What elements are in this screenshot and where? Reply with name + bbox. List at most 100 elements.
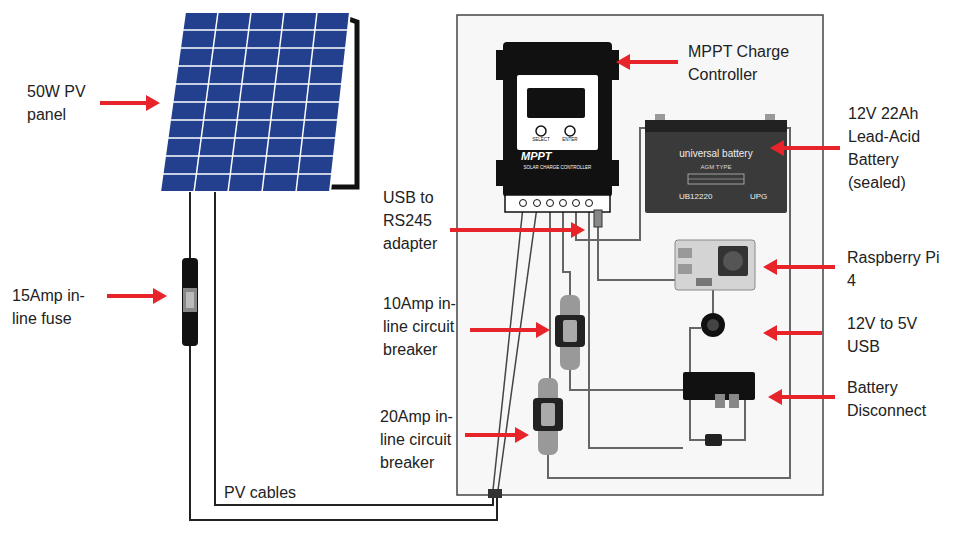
pointer-arrow — [571, 222, 585, 238]
callout-label: PV cables — [224, 481, 344, 504]
callout-label: 15Amp in-line fuse — [12, 284, 104, 330]
brand-text: MPPT — [521, 150, 552, 163]
usb-socket — [701, 313, 725, 337]
charge-controller — [565, 126, 575, 136]
battery-box: universal batteryAGM TYPE UB12220 UPG — [645, 120, 787, 213]
wire — [563, 207, 570, 297]
battery — [688, 174, 744, 184]
pointer-arrow — [775, 331, 822, 335]
pv-cable — [189, 192, 191, 262]
wire — [570, 368, 683, 390]
enclosure-panel — [457, 15, 823, 495]
inline-fuse — [182, 258, 198, 346]
circuit-breaker — [533, 378, 563, 455]
pv-panel — [178, 65, 345, 67]
battery-disconnect — [705, 434, 722, 446]
raspberry-pi — [678, 248, 692, 258]
pointer-arrow — [515, 427, 529, 443]
wire — [598, 226, 675, 280]
charge-controller — [534, 200, 541, 207]
pv-panel — [173, 101, 341, 103]
pointer-arrow — [763, 259, 777, 275]
circuit-breaker — [555, 315, 585, 347]
brand-text: UPG — [750, 192, 767, 201]
pointer-arrow — [107, 294, 155, 298]
pv-panel — [165, 155, 334, 157]
callout-label: 20Amp in-line circuit breaker — [380, 405, 460, 474]
charge-controller — [505, 195, 610, 212]
inline-fuse — [183, 288, 197, 312]
pv-cable — [215, 192, 493, 505]
charge-controller — [536, 126, 546, 136]
pv-cable — [190, 192, 537, 520]
pointer-arrow — [100, 101, 148, 105]
pv-panel — [160, 12, 350, 192]
pv-panel — [183, 29, 349, 31]
pv-panel — [175, 83, 342, 85]
usb-socket — [707, 319, 719, 331]
pointer-arrow — [450, 228, 573, 232]
callout-label: Raspberry Pi 4 — [847, 246, 942, 292]
pointer-arrow — [770, 140, 784, 156]
raspberry-pi — [678, 264, 692, 274]
battery — [645, 120, 787, 132]
charge-controller — [503, 42, 612, 197]
callout-label: 12V to 5V USB — [847, 312, 919, 358]
wire — [589, 207, 683, 448]
battery-disconnect — [729, 394, 739, 408]
usb-adapter — [594, 210, 602, 227]
pointer-arrow — [780, 395, 835, 399]
battery — [655, 114, 665, 121]
model-text: SOLAR CHARGE CONTROLLER — [509, 165, 606, 170]
pointer-arrow — [536, 322, 550, 338]
brand-text: universal battery — [645, 148, 787, 160]
pointer-arrow — [146, 95, 160, 111]
charge-controller — [527, 88, 585, 118]
battery — [645, 120, 787, 213]
callout-label: USB to RS245 adapter — [383, 186, 449, 255]
callout-label: 50W PV panel — [27, 80, 97, 126]
pointer-arrow — [628, 60, 678, 64]
battery-disconnect — [715, 394, 725, 408]
pointer-arrow — [782, 146, 840, 150]
charge-controller — [517, 75, 598, 150]
battery-disconnect — [683, 372, 755, 446]
battery — [645, 114, 787, 213]
model-text: UB12220 — [679, 192, 712, 201]
pv-panel — [163, 173, 333, 175]
pointer-arrow — [470, 328, 538, 332]
charge-controller — [573, 200, 580, 207]
raspberry-pi — [723, 251, 743, 271]
button-label: ENTER — [555, 137, 585, 142]
raspberry-pi — [696, 278, 712, 286]
charge-controller — [520, 200, 527, 207]
battery — [688, 179, 744, 180]
wire — [690, 328, 701, 372]
callout-label: Battery Disconnect — [847, 376, 947, 422]
pv-panel — [168, 137, 337, 139]
usb-socket — [701, 313, 725, 337]
charge-controller — [547, 200, 554, 207]
raspberry-pi — [675, 240, 755, 290]
circuit-breaker — [541, 403, 555, 426]
circuit-breaker — [560, 295, 580, 370]
wire — [690, 400, 705, 440]
circuit-breaker — [555, 295, 585, 370]
pv-cable — [493, 207, 523, 490]
wire — [712, 290, 714, 313]
button-label: SELECT — [526, 137, 556, 142]
pv-panel — [180, 47, 346, 49]
pointer-arrow — [763, 325, 777, 341]
type-text: AGM TYPE — [645, 164, 787, 171]
charge-controller — [496, 42, 619, 212]
pointer-arrow — [616, 54, 630, 70]
wire — [549, 207, 551, 380]
pointer-arrow — [775, 265, 835, 269]
pointer-arrow — [465, 433, 517, 437]
charge-controller — [586, 200, 593, 207]
pv-cable — [498, 207, 537, 490]
callout-label: MPPT Charge Controller — [688, 40, 803, 86]
inline-fuse — [182, 258, 198, 346]
